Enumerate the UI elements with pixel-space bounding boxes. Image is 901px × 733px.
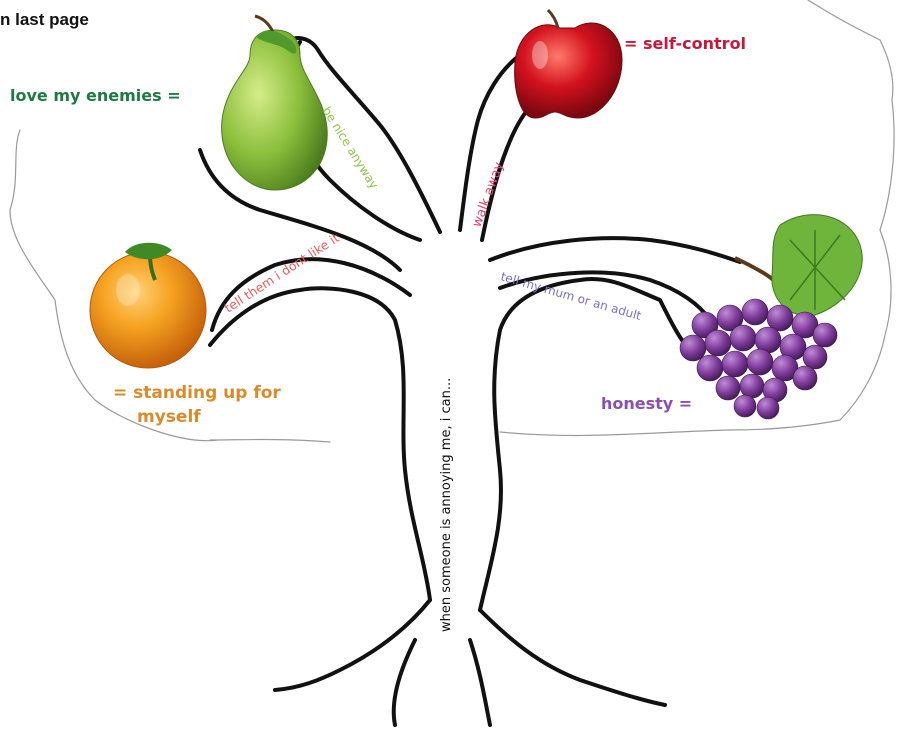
label-honesty: honesty = <box>601 394 692 413</box>
label-standing-up-line2: myself <box>113 405 281 429</box>
branch-label-tell-them: tell them i dont like it <box>221 230 341 315</box>
orange <box>90 243 206 368</box>
grapes <box>680 215 862 419</box>
trunk-text: when someone is annoying me, i can... <box>439 378 454 632</box>
label-standing-up-line1: = standing up for <box>113 381 281 405</box>
label-love-my-enemies: love my enemies = <box>10 86 181 105</box>
apple <box>515 10 622 118</box>
label-self-control: = self-control <box>624 34 746 53</box>
canopy-outline <box>10 0 894 442</box>
branch-label-tell-mum: tell my mum or an adult <box>499 269 643 323</box>
page-header: n last page <box>0 10 89 30</box>
label-standing-up: = standing up for myself <box>113 381 281 429</box>
